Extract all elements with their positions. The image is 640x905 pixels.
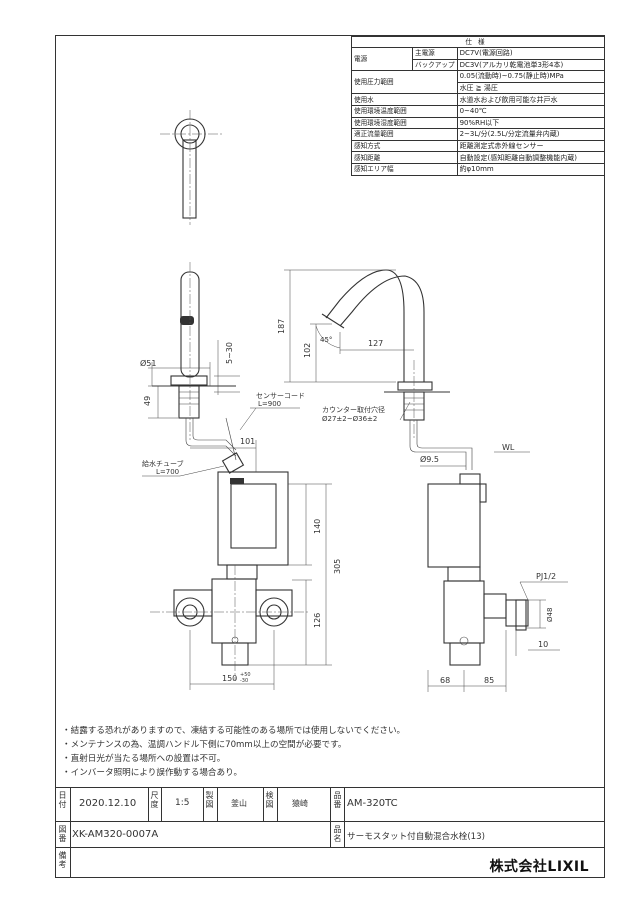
spec-label: 使用圧力範囲 — [351, 70, 458, 95]
counter-hole-dim: Ø27±2~Ø36±2 — [322, 415, 377, 423]
pj-label: PJ1/2 — [536, 572, 556, 581]
dim-150-tol-up: +50 — [240, 672, 251, 678]
spec-label: 感知距離 — [351, 151, 458, 164]
dim-187: 187 — [277, 319, 286, 334]
scale-value: 1:5 — [175, 798, 190, 808]
side-view — [321, 269, 529, 666]
dim-126: 126 — [313, 613, 322, 628]
note-item: ・インバータ照明により誤作動する場合あり。 — [62, 768, 243, 778]
sensor-cord-label: センサーコード — [256, 392, 305, 400]
spec-value: DC7V(電源回路) — [456, 47, 606, 60]
dim-150-tol-down: -30 — [240, 678, 248, 684]
dim-phi51: Ø51 — [140, 358, 156, 368]
dim-85: 85 — [484, 676, 494, 685]
name-value: サーモスタット付自動混合水栓(13) — [347, 832, 485, 842]
date-value: 2020.12.10 — [79, 798, 137, 809]
drawing-no-value: XK-AM320-0007A — [72, 829, 159, 840]
notes: ・結露する恐れがありますので、凍結する可能性のある場所では使用しないでください。… — [62, 724, 405, 780]
name-label: 品名 — [333, 825, 342, 843]
drawing-sheet — [55, 35, 605, 878]
counter-hole-label: カウンター取付穴径 — [322, 405, 385, 414]
note-item: ・結露する恐れがありますので、凍結する可能性のある場所では使用しないでください。 — [62, 726, 406, 736]
dim-phi9-5: Ø9.5 — [420, 454, 439, 464]
title-block: 日付 2020.12.10 尺度 1:5 製図 釜山 検図 猿崎 品番 AM-3… — [55, 787, 605, 878]
drawn-label: 製図 — [205, 791, 214, 809]
dim-5-30: 5~30 — [225, 342, 234, 364]
dim-127: 127 — [368, 339, 383, 348]
top-view — [160, 110, 222, 225]
dimension-lines — [142, 269, 568, 692]
dim-102: 102 — [303, 343, 312, 358]
dimension-labels: Ø51 49 5~30 187 102 127 45° センサーコード L=90… — [140, 319, 556, 685]
remarks-label: 備考 — [58, 851, 67, 869]
partno-label: 品番 — [333, 791, 342, 809]
date-label: 日付 — [58, 791, 67, 809]
check-label: 検図 — [265, 791, 274, 809]
scale-label: 尺度 — [150, 791, 159, 809]
dim-10: 10 — [538, 640, 548, 649]
dim-68: 68 — [440, 676, 450, 685]
check-value: 猿崎 — [292, 799, 308, 808]
spec-header: 仕様 — [351, 36, 605, 48]
partno-value: AM-320TC — [347, 798, 398, 809]
spec-value: 自動設定(感知距離自動調整機能内蔵) — [456, 151, 606, 164]
dim-101: 101 — [240, 437, 255, 446]
drawn-value: 釜山 — [231, 799, 247, 808]
dim-phi48: Ø48 — [546, 608, 554, 622]
supply-tube-length: L=700 — [156, 468, 179, 476]
dim-49: 49 — [143, 396, 152, 406]
dim-305: 305 — [333, 559, 342, 574]
note-item: ・直射日光が当たる場所への設置は不可。 — [62, 754, 226, 764]
supply-tube-label: 給水チューブ — [142, 459, 184, 468]
drawing-no-label: 図番 — [58, 825, 67, 843]
sensor-cord-length: L=900 — [258, 400, 281, 408]
dim-150: 150 — [222, 674, 237, 683]
company-name: 株式会社LIXIL — [489, 859, 589, 875]
dim-140: 140 — [313, 519, 322, 534]
dim-45deg: 45° — [320, 336, 332, 344]
spec-label: 電源 — [351, 46, 413, 72]
note-item: ・メンテナンスの為、温調ハンドル下側に70mm以上の空間が必要です。 — [62, 740, 347, 750]
front-view — [150, 262, 308, 680]
spec-value: 距離測定式赤外線センサー — [456, 139, 606, 153]
spec-value: 2~3L/分(2.5L/分定流量弁内蔵) — [456, 128, 606, 141]
wl-label: WL — [502, 443, 515, 452]
spec-value: 約φ10mm — [456, 162, 606, 176]
